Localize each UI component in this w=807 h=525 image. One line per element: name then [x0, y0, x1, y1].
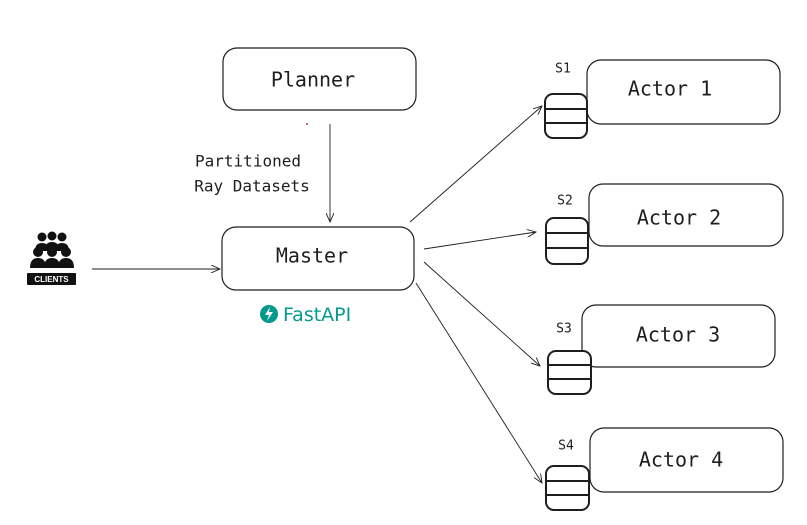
planner-node: Planner — [222, 47, 417, 111]
s2-label: S2 — [557, 194, 573, 209]
actor-1-node: Actor 1 — [586, 59, 781, 125]
actor-2-label: Actor 2 — [637, 206, 721, 230]
planner-label: Planner — [271, 68, 355, 92]
edge-label: Partitioned Ray Datasets — [194, 152, 310, 196]
actor-4-node: Actor 4 — [589, 427, 784, 493]
edge-label-line2: Ray Datasets — [194, 177, 310, 196]
clients-label: CLIENTS — [34, 275, 69, 284]
fastapi-logo: FastAPI — [260, 304, 351, 326]
actor-3-label: Actor 3 — [636, 323, 720, 347]
s3-database-icon — [547, 350, 592, 395]
master-to-s2-arrow — [423, 232, 536, 250]
clients-icon: CLIENTS — [27, 231, 76, 285]
master-label: Master — [276, 244, 348, 268]
actor-3-node: Actor 3 — [581, 304, 776, 368]
s4-label: S4 — [558, 439, 574, 454]
s3-label: S3 — [556, 322, 572, 337]
actor-1-label: Actor 1 — [628, 77, 712, 101]
s1-database-icon — [544, 93, 588, 139]
master-to-s4-arrow — [415, 282, 542, 483]
master-node: Master — [221, 226, 415, 291]
master-to-s1-arrow — [409, 106, 542, 223]
fastapi-label: FastAPI — [283, 304, 351, 326]
master-to-s3-arrow — [423, 261, 540, 366]
actor-2-node: Actor 2 — [588, 183, 784, 247]
s2-database-icon — [545, 217, 589, 265]
stray-dot — [306, 123, 308, 125]
edge-label-line1: Partitioned — [195, 152, 301, 171]
s4-database-icon — [545, 465, 590, 511]
s1-label: S1 — [555, 62, 571, 77]
actor-4-label: Actor 4 — [639, 448, 723, 472]
